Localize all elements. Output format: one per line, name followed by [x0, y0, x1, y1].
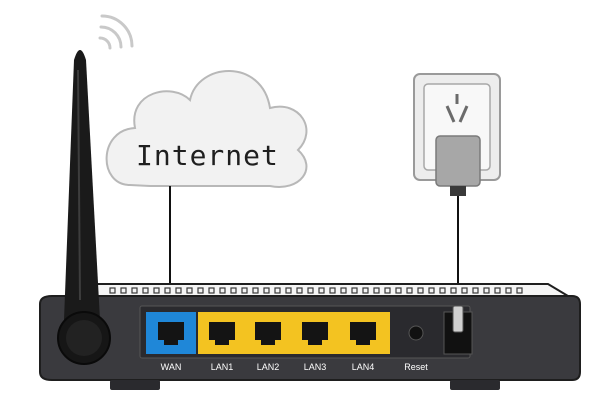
- lan-port-3[interactable]: [302, 322, 328, 345]
- lan-port-1[interactable]: [209, 322, 235, 345]
- router-foot-right: [450, 380, 500, 390]
- ethernet-port-icon: [302, 322, 328, 345]
- ethernet-port-icon: [350, 322, 376, 345]
- ethernet-port-icon: [209, 322, 235, 345]
- lan2-label: LAN2: [257, 362, 280, 372]
- antenna-icon: [57, 50, 111, 365]
- ethernet-port-icon: [255, 322, 281, 345]
- router-top: [66, 283, 572, 297]
- wan-port[interactable]: [146, 312, 196, 354]
- lan4-label: LAN4: [352, 362, 375, 372]
- lan1-label: LAN1: [211, 362, 234, 372]
- router-foot-left: [110, 380, 160, 390]
- internet-label: Internet: [136, 139, 279, 172]
- wan-label: WAN: [161, 362, 182, 372]
- reset-label: Reset: [404, 362, 428, 372]
- lan-port-2[interactable]: [255, 322, 281, 345]
- lan3-label: LAN3: [304, 362, 327, 372]
- wifi-signal-icon: [98, 14, 134, 50]
- power-adapter-icon: [435, 135, 481, 196]
- internet-cloud: Internet: [105, 70, 308, 188]
- ethernet-port-icon: [158, 322, 184, 345]
- reset-button[interactable]: [408, 325, 424, 341]
- lan-port-4[interactable]: [350, 322, 376, 345]
- power-jack[interactable]: [443, 305, 473, 355]
